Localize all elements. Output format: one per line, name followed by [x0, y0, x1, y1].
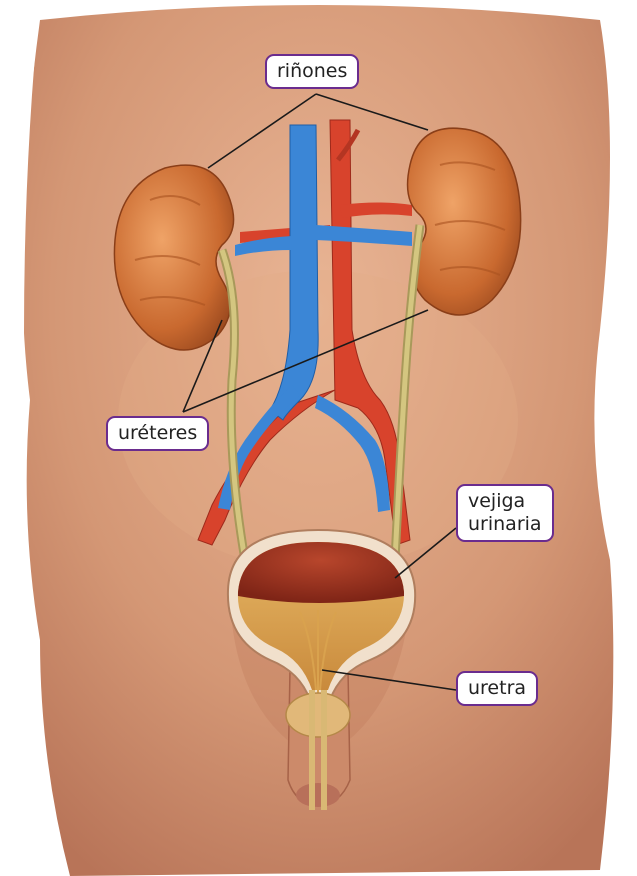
label-kidneys: riñones — [265, 54, 359, 89]
label-bladder-line2: urinaria — [468, 513, 542, 536]
label-urethra: uretra — [456, 671, 538, 706]
label-bladder: vejiga urinaria — [456, 484, 554, 542]
label-ureters: uréteres — [106, 416, 209, 451]
label-bladder-line1: vejiga — [468, 490, 542, 513]
